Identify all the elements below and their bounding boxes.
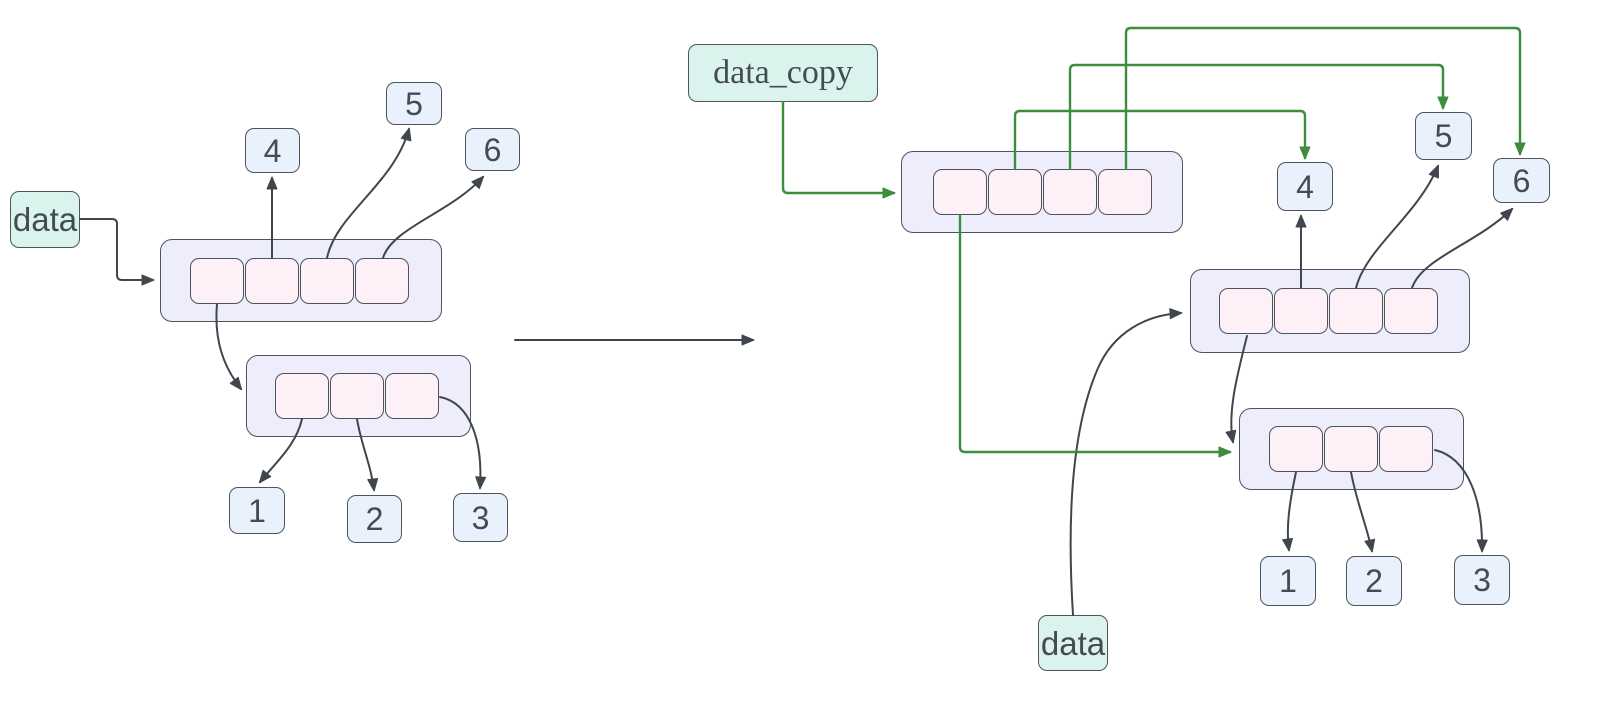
after-data-copy-variable-box: data_copy	[688, 44, 878, 102]
after-value-3-label: 3	[1473, 562, 1491, 598]
after-value-1: 1	[1260, 556, 1316, 606]
after-value-3: 3	[1454, 555, 1510, 605]
after-value-4: 4	[1277, 162, 1333, 211]
before-value-3-label: 3	[471, 499, 490, 536]
after-copy-list-cells	[933, 169, 1152, 215]
after-value-5: 5	[1415, 112, 1472, 160]
edge-after-data-to-original-list	[1069, 308, 1183, 616]
before-data-variable-label: data	[12, 201, 78, 238]
before-outer-cell-2	[300, 258, 354, 304]
after-value-2: 2	[1346, 556, 1402, 606]
before-value-4-label: 4	[263, 132, 282, 169]
after-value-6: 6	[1493, 158, 1550, 203]
before-value-1-label: 1	[248, 492, 266, 529]
after-nested-cell-1	[1324, 426, 1378, 472]
before-value-4: 4	[245, 128, 300, 173]
before-outer-cell-1	[245, 258, 299, 304]
after-data-variable-label: data	[1040, 624, 1106, 662]
after-original-list-cells	[1219, 288, 1438, 334]
before-outer-cell-0	[190, 258, 244, 304]
before-nested-cell-1	[330, 373, 384, 419]
after-copy-cell-2	[1043, 169, 1097, 215]
after-original-cell-2	[1329, 288, 1383, 334]
before-data-variable-box: data	[10, 191, 80, 248]
before-nested-cell-2	[385, 373, 439, 419]
after-value-1-label: 1	[1279, 563, 1297, 599]
before-nested-cell-0	[275, 373, 329, 419]
edge-after-datacopy-to-copy-list	[781, 100, 896, 199]
after-data-variable-box: data	[1038, 615, 1108, 671]
after-shared-nested-list-cells	[1269, 426, 1433, 472]
before-value-6: 6	[465, 128, 520, 171]
after-copy-cell-3	[1098, 169, 1152, 215]
before-value-2-label: 2	[365, 501, 384, 537]
before-outer-cell-3	[355, 258, 409, 304]
before-value-5-label: 5	[405, 85, 423, 122]
after-value-2-label: 2	[1365, 563, 1383, 599]
after-value-4-label: 4	[1296, 168, 1314, 205]
after-original-cell-1	[1274, 288, 1328, 334]
before-value-6-label: 6	[483, 131, 502, 168]
after-value-6-label: 6	[1512, 162, 1531, 199]
edge-before-data-to-list	[79, 218, 155, 286]
after-data-copy-variable-label: data_copy	[713, 54, 853, 91]
after-original-cell-0	[1219, 288, 1273, 334]
after-original-cell-3	[1384, 288, 1438, 334]
after-copy-cell-0	[933, 169, 987, 215]
after-value-5-label: 5	[1434, 118, 1453, 154]
after-nested-cell-2	[1379, 426, 1433, 472]
before-value-1: 1	[229, 487, 285, 534]
before-value-5: 5	[386, 82, 442, 125]
after-nested-cell-0	[1269, 426, 1323, 472]
before-nested-list-cells	[275, 373, 439, 419]
before-value-2: 2	[347, 495, 402, 543]
before-outer-list-cells	[190, 258, 409, 304]
before-value-3: 3	[453, 493, 508, 542]
after-copy-cell-1	[988, 169, 1042, 215]
